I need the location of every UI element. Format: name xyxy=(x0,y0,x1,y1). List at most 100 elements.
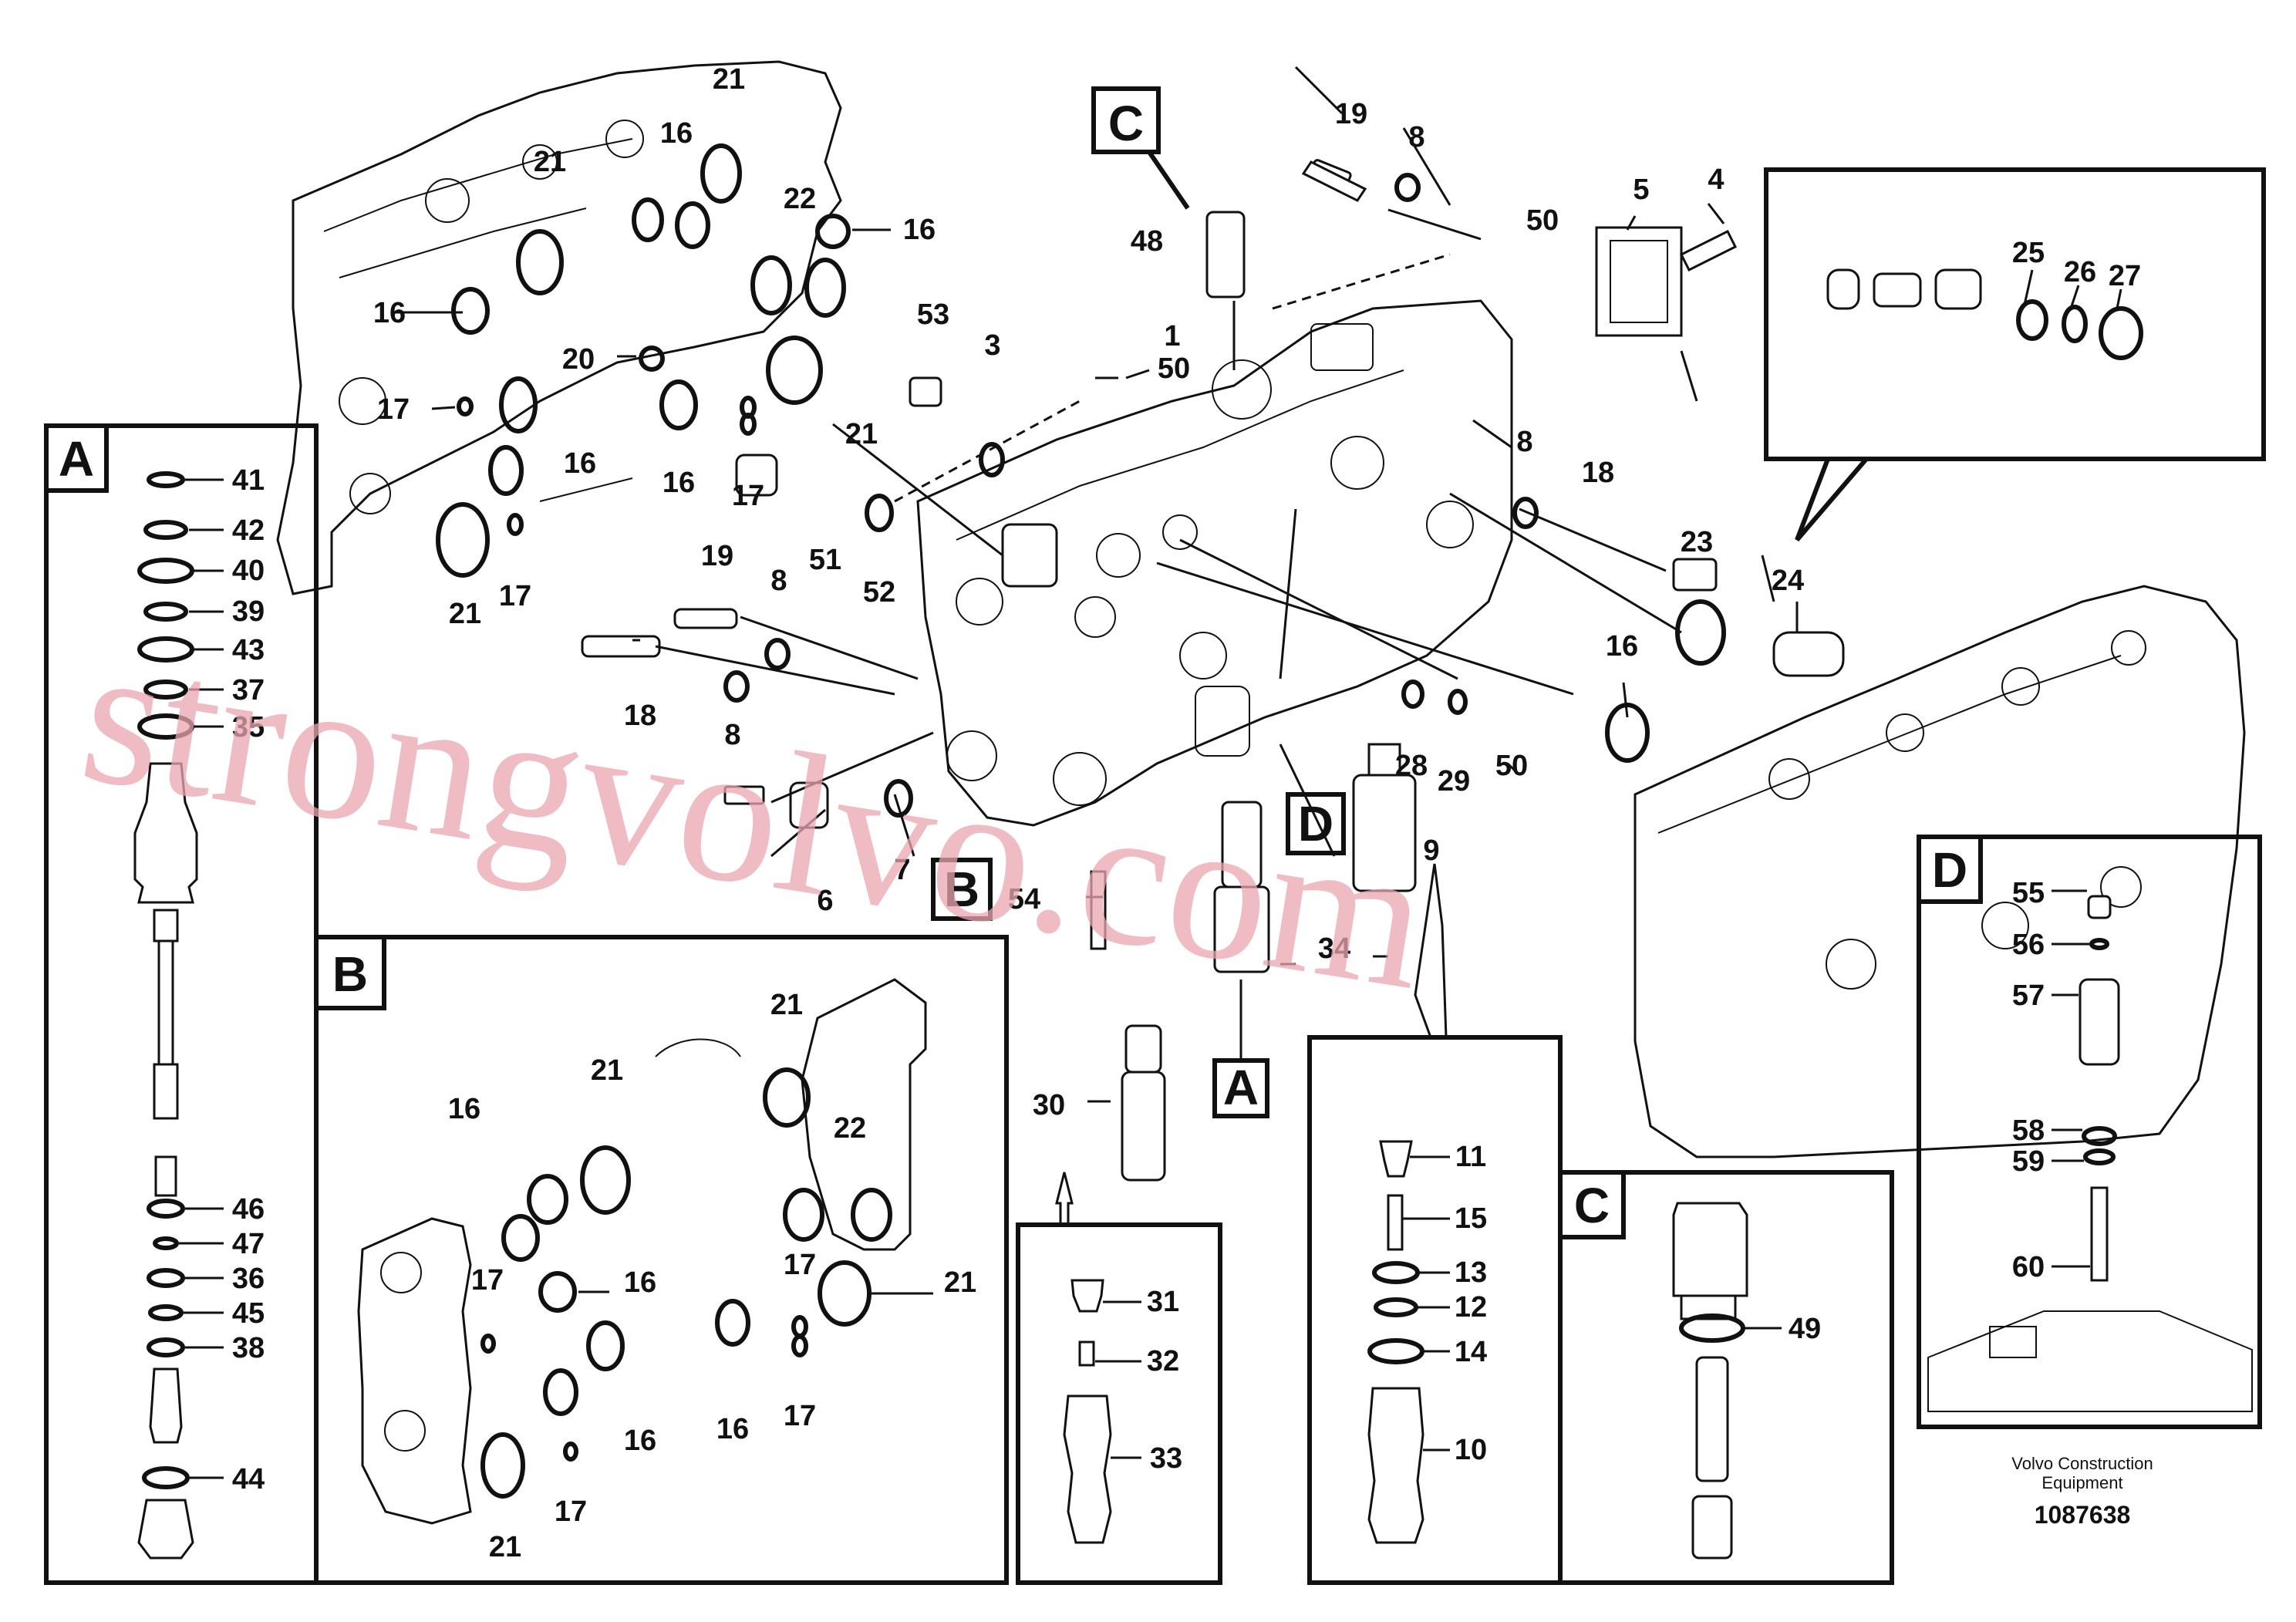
callout-21: 21 xyxy=(845,418,878,450)
callout-28: 28 xyxy=(1395,750,1428,782)
o-ring-cluster-top xyxy=(393,143,1726,818)
callout-16: 16 xyxy=(903,214,936,246)
callout-6: 6 xyxy=(817,885,833,917)
callout-23: 23 xyxy=(1681,526,1713,558)
callout-51: 51 xyxy=(809,544,841,576)
callout-45: 45 xyxy=(232,1297,265,1330)
callout-17: 17 xyxy=(471,1264,504,1297)
callout-25: 25 xyxy=(2012,237,2045,269)
callout-22: 22 xyxy=(784,183,816,215)
callout-17: 17 xyxy=(377,393,410,426)
callout-21: 21 xyxy=(489,1531,521,1563)
callout-18: 18 xyxy=(1582,457,1614,489)
callout-13: 13 xyxy=(1455,1256,1487,1289)
footer: Volvo Construction Equipment 1087638 xyxy=(2011,1454,2153,1529)
callout-33: 33 xyxy=(1150,1442,1182,1475)
callout-42: 42 xyxy=(232,514,265,547)
callout-17: 17 xyxy=(555,1496,587,1528)
callout-19: 19 xyxy=(1335,98,1367,130)
callout-27: 27 xyxy=(2109,260,2141,292)
leader-lines xyxy=(632,66,1799,1103)
company-name-line2: Equipment xyxy=(2041,1473,2122,1492)
callout-59: 59 xyxy=(2012,1145,2045,1178)
callout-9: 9 xyxy=(1423,835,1439,867)
callout-36: 36 xyxy=(232,1263,265,1295)
callout-30: 30 xyxy=(1033,1089,1065,1121)
callout-20: 20 xyxy=(562,343,595,376)
callout-21: 21 xyxy=(449,598,481,630)
callout-24: 24 xyxy=(1772,565,1804,597)
callout-21: 21 xyxy=(713,63,745,96)
callout-37: 37 xyxy=(232,674,265,706)
callout-41: 41 xyxy=(232,464,265,497)
location-markers: C B D A xyxy=(931,86,1346,1118)
callout-10: 10 xyxy=(1455,1434,1487,1466)
callout-labels: 21 21 16 22 16 16 20 17 21 16 16 17 21 1… xyxy=(232,63,2141,1563)
callout-16: 16 xyxy=(624,1266,656,1299)
callout-18: 18 xyxy=(624,700,656,732)
detail-letter-b: B xyxy=(332,946,368,1002)
callout-44: 44 xyxy=(232,1463,265,1496)
callout-56: 56 xyxy=(2012,929,2045,961)
detail-box-a: A xyxy=(44,423,319,1585)
callout-54: 54 xyxy=(1008,883,1040,916)
callout-5: 5 xyxy=(1633,174,1649,206)
marker-a: A xyxy=(1223,1060,1259,1115)
callout-8: 8 xyxy=(1516,426,1532,458)
callout-16: 16 xyxy=(1606,630,1638,663)
callout-1: 1 xyxy=(1164,320,1180,352)
detail-box-c: C xyxy=(1558,1170,1894,1585)
callout-39: 39 xyxy=(232,595,265,628)
callout-57: 57 xyxy=(2012,980,2045,1012)
callout-16: 16 xyxy=(660,117,693,150)
callout-12: 12 xyxy=(1455,1291,1487,1324)
callout-3: 3 xyxy=(984,329,1000,362)
callout-16: 16 xyxy=(448,1093,480,1125)
callout-60: 60 xyxy=(2012,1251,2045,1283)
callout-8: 8 xyxy=(1408,121,1424,153)
callout-47: 47 xyxy=(232,1228,265,1260)
callout-4: 4 xyxy=(1708,164,1724,196)
callout-7: 7 xyxy=(894,854,910,886)
marker-c: C xyxy=(1108,96,1144,151)
detail-box-30 xyxy=(1016,1172,1222,1585)
callout-21: 21 xyxy=(591,1054,623,1087)
callout-29: 29 xyxy=(1438,765,1470,798)
callout-16: 16 xyxy=(663,467,695,499)
callout-17: 17 xyxy=(784,1400,816,1432)
detail-box-24 xyxy=(1764,167,2266,541)
callout-52: 52 xyxy=(863,576,895,609)
callout-58: 58 xyxy=(2012,1114,2045,1147)
marker-d: D xyxy=(1298,796,1333,851)
detail-box-b: B xyxy=(314,935,1009,1585)
callout-31: 31 xyxy=(1147,1286,1179,1318)
callout-32: 32 xyxy=(1147,1345,1179,1378)
callout-49: 49 xyxy=(1789,1313,1821,1345)
callout-21: 21 xyxy=(770,989,803,1021)
central-hardware xyxy=(581,159,1845,1182)
detail-letter-d: D xyxy=(1932,842,1967,898)
callout-8: 8 xyxy=(724,719,740,751)
callout-19: 19 xyxy=(701,540,733,572)
callout-53: 53 xyxy=(917,298,949,331)
callout-40: 40 xyxy=(232,555,265,587)
central-valve-block xyxy=(916,299,1513,827)
callout-50: 50 xyxy=(1495,750,1528,782)
callout-46: 46 xyxy=(232,1193,265,1226)
callout-16: 16 xyxy=(373,297,406,329)
detail-letter-c: C xyxy=(1574,1178,1610,1233)
drawing-number: 1087638 xyxy=(2035,1501,2131,1529)
callout-21: 21 xyxy=(944,1266,976,1299)
callout-38: 38 xyxy=(232,1332,265,1364)
marker-b: B xyxy=(944,862,979,917)
callout-26: 26 xyxy=(2064,256,2096,288)
valve-body-top-left-sketch xyxy=(276,60,842,595)
callout-34: 34 xyxy=(1318,932,1350,965)
callout-11: 11 xyxy=(1455,1141,1486,1173)
callout-16: 16 xyxy=(564,447,596,480)
callout-16: 16 xyxy=(624,1425,656,1457)
detail-box-d: D xyxy=(1917,835,2262,1429)
callout-15: 15 xyxy=(1455,1202,1487,1235)
callout-55: 55 xyxy=(2012,877,2045,909)
